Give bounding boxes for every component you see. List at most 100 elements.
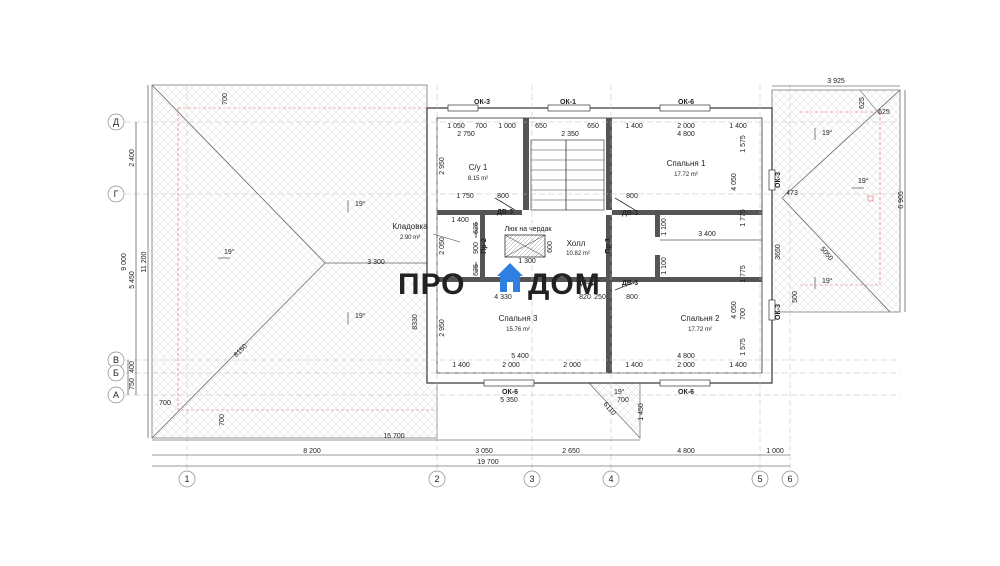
slope-label-bottom: 19° bbox=[355, 312, 366, 320]
dim-top-row-7: 1 400 bbox=[625, 123, 643, 130]
dim-row2-right: 4 800 bbox=[677, 131, 695, 138]
room-area-hall: 10.82 m² bbox=[566, 251, 590, 257]
dim-bottom-8200: 8 200 bbox=[303, 448, 321, 455]
dim-top-row-2: 700 bbox=[475, 123, 487, 130]
door-label-bedroom2: ДВ-3 bbox=[622, 280, 638, 287]
dim-int-3400: 3 400 bbox=[698, 231, 716, 238]
window-label-top-right: ОК-6 bbox=[678, 99, 694, 106]
dim-top-row-9: 1 400 bbox=[729, 123, 747, 130]
dim-int-1100a: 1 100 bbox=[661, 218, 668, 236]
axis-label-d: Д bbox=[113, 117, 119, 127]
dim-top-row-4: 650 bbox=[535, 123, 547, 130]
axis-label-4: 4 bbox=[608, 474, 613, 484]
window-label-right-bottom: ОК-3 bbox=[775, 304, 782, 320]
dim-left-9000: 9 000 bbox=[121, 253, 128, 271]
door-label-bedroom1: ДВ-3 bbox=[622, 210, 638, 217]
room-area-bedroom3: 15.76 m² bbox=[506, 327, 530, 333]
dim-hip-8330: 8330 bbox=[412, 314, 419, 330]
dim-top-row-8: 2 000 bbox=[677, 123, 695, 130]
dim-int-2950a: 2 950 bbox=[439, 157, 446, 175]
dim-bot-row-6: 1 400 bbox=[729, 362, 747, 369]
left-roof bbox=[151, 84, 438, 439]
dim-bot-row-1: 1 400 bbox=[452, 362, 470, 369]
right-roof bbox=[771, 89, 901, 313]
dim-int-1100b: 1 100 bbox=[661, 257, 668, 275]
axis-label-1: 1 bbox=[184, 474, 189, 484]
dim-bot-row-3: 2 000 bbox=[563, 362, 581, 369]
dim-int-1575a: 1 575 bbox=[740, 135, 747, 153]
room-name-bedroom2: Спальня 2 bbox=[681, 314, 720, 323]
house-icon bbox=[497, 263, 523, 292]
axis-label-2: 2 bbox=[434, 474, 439, 484]
dim-bottom-700a: 700 bbox=[159, 400, 171, 407]
dim-top-row-5: 2 350 bbox=[561, 131, 579, 138]
dim-int-1775a: 1 775 bbox=[740, 209, 747, 227]
attic-hatch-label: Люк на чердак bbox=[505, 226, 553, 233]
dim-int-4050b: 4 050 bbox=[731, 301, 738, 319]
dim-top-right-625a: 625 bbox=[859, 97, 866, 109]
room-area-wc: 8.15 m² bbox=[468, 176, 488, 182]
dim-left-750: 750 bbox=[129, 378, 136, 390]
axis-label-5: 5 bbox=[757, 474, 762, 484]
dim-int-2050: 2 050 bbox=[439, 237, 446, 255]
axis-label-3: 3 bbox=[529, 474, 534, 484]
axis-label-6: 6 bbox=[787, 474, 792, 484]
dim-left-2400: 2 400 bbox=[129, 149, 136, 167]
dim-right-6905: 6 905 bbox=[898, 191, 905, 209]
dim-int-1300: 1 300 bbox=[518, 258, 536, 265]
dim-right-3650: 3650 bbox=[775, 244, 782, 260]
window-label-right-top: ОК-3 bbox=[775, 172, 782, 188]
axis-label-b: Б bbox=[113, 368, 119, 378]
dim-bottom-4800: 4 800 bbox=[677, 448, 695, 455]
room-area-bedroom2: 17.72 m² bbox=[688, 327, 712, 333]
axis-grid bbox=[125, 85, 900, 470]
building-walls bbox=[426, 104, 776, 387]
slope-label-left: 19° bbox=[224, 248, 235, 256]
staircase bbox=[530, 139, 605, 211]
room-name-storage: Кладовка bbox=[392, 222, 428, 231]
slope-label-right-mid: 19° bbox=[858, 177, 869, 185]
dim-int-820: 820 bbox=[579, 294, 591, 301]
dim-bottom-2650: 2 650 bbox=[562, 448, 580, 455]
dim-top-left: 700 bbox=[222, 93, 229, 105]
slope-label-bottom-small: 19° bbox=[614, 388, 625, 396]
window-labels: ОК-3 ОК-1 ОК-6 ОК-6 ОК-6 ОК-3 ОК-3 bbox=[474, 99, 782, 396]
dim-bottom-700c: 700 bbox=[617, 397, 629, 404]
axis-label-a: А bbox=[113, 390, 119, 400]
dimension-texts: 700 3 925 625 625 1 050 700 1 000 650 2 … bbox=[121, 78, 905, 466]
room-name-hall: Холл bbox=[567, 239, 586, 248]
dim-left-11200: 11 200 bbox=[141, 251, 148, 272]
slope-label-right-top: 19° bbox=[822, 129, 833, 137]
dim-top-right-625b: 625 bbox=[878, 109, 890, 116]
door-label-pr2: Пр-2 bbox=[481, 238, 488, 254]
room-name-bedroom3: Спальня 3 bbox=[499, 314, 538, 323]
dim-int-600: 600 bbox=[547, 241, 554, 253]
window-label-bottom-left: ОК-6 bbox=[502, 389, 518, 396]
dim-left-5450: 5 450 bbox=[129, 271, 136, 289]
dim-bottom-1000: 1 000 bbox=[766, 448, 784, 455]
dim-int-5400: 5 400 bbox=[511, 353, 529, 360]
dimension-lines bbox=[127, 85, 906, 467]
dim-int-1575b: 1 575 bbox=[740, 338, 747, 356]
dim-bot-row-2: 2 000 bbox=[502, 362, 520, 369]
logo-text-dom: ДОМ bbox=[528, 268, 601, 301]
dim-int-2950b: 2 950 bbox=[439, 319, 446, 337]
dim-int-700: 700 bbox=[740, 308, 747, 320]
dim-right-500: 500 bbox=[792, 291, 799, 303]
dim-int-250: 250 bbox=[594, 294, 606, 301]
dim-int-1775b: 1 775 bbox=[740, 265, 747, 283]
dim-bottom-5350: 5 350 bbox=[500, 397, 518, 404]
window-label-top-left: ОК-3 bbox=[474, 99, 490, 106]
dim-bottom-19700: 19 700 bbox=[477, 459, 499, 466]
slope-label-right-bottom: 19° bbox=[822, 277, 833, 285]
dim-int-1750: 1 750 bbox=[456, 193, 474, 200]
dim-top-row-6: 650 bbox=[587, 123, 599, 130]
dim-bottom-700b: 700 bbox=[219, 414, 226, 426]
dim-int-4800b: 4 800 bbox=[677, 353, 695, 360]
logo: ПРО ДОМ bbox=[398, 263, 601, 301]
door-label-bedroom3: ДВ-3 bbox=[577, 280, 593, 287]
room-area-bedroom1: 17.72 m² bbox=[674, 172, 698, 178]
roof-slope-markers: 19° 19° 19° 19° 19° 19° 19° bbox=[218, 128, 869, 396]
room-name-wc: С/у 1 bbox=[469, 163, 488, 172]
